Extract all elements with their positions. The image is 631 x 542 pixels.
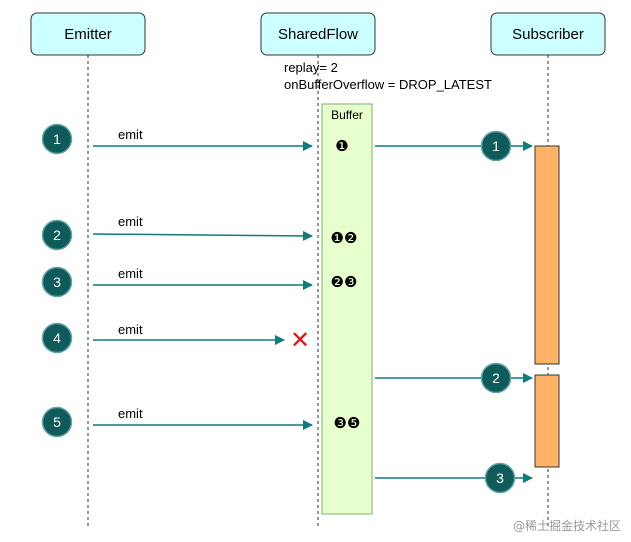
buffer-state-2: ❶❷ — [331, 229, 358, 247]
delivery-3: 3 — [375, 462, 533, 494]
emission-step-3: 3 emit — [41, 266, 313, 298]
emit-arrow — [92, 230, 313, 241]
emit-label: emit — [118, 214, 143, 229]
emission-number: 2 — [53, 227, 61, 243]
participant-sharedflow-label: SharedFlow — [278, 26, 358, 43]
delivery-number: 1 — [492, 138, 500, 154]
emission-circle — [41, 266, 73, 298]
delivery-number: 3 — [496, 470, 504, 486]
buffer-state-1: ❶ — [335, 137, 348, 155]
delivery-circle — [484, 462, 516, 494]
buffer-label: Buffer — [331, 108, 363, 122]
buffer-state-3: ❷❸ — [331, 273, 358, 291]
emission-number: 1 — [53, 131, 61, 147]
participant-emitter: Emitter — [30, 12, 146, 56]
emission-circle — [41, 322, 73, 354]
subscriber-activation-2 — [534, 374, 560, 468]
emission-number: 3 — [53, 274, 61, 290]
buffer-box — [321, 103, 373, 515]
participant-emitter-label: Emitter — [64, 26, 112, 43]
delivery-circle — [480, 130, 512, 162]
emission-circle — [41, 123, 73, 155]
participant-sharedflow: SharedFlow — [260, 12, 376, 56]
emit-label: emit — [118, 127, 143, 142]
participant-subscriber-label: Subscriber — [512, 26, 584, 43]
emit-label: emit — [118, 266, 143, 281]
emission-circle — [41, 406, 73, 438]
delivery-2: 2 — [375, 362, 533, 394]
emit-label: emit — [118, 322, 143, 337]
emission-circle — [41, 219, 73, 251]
drop-x-icon: ✕ — [290, 326, 310, 354]
overflow-config: onBufferOverflow = DROP_LATEST — [284, 77, 492, 92]
replay-config: replay= 2 — [284, 60, 338, 75]
emission-step-2: 2 emit — [41, 214, 313, 251]
emission-step-5: 5 emit — [41, 406, 313, 438]
buffer-state-4: ❸❺ — [334, 414, 361, 432]
emission-number: 4 — [53, 330, 61, 346]
delivery-1: 1 — [375, 130, 533, 162]
emission-number: 5 — [53, 414, 61, 430]
delivery-circle — [480, 362, 512, 394]
watermark: @稀土掘金技术社区 — [512, 519, 621, 533]
emit-label: emit — [118, 406, 143, 421]
participant-subscriber: Subscriber — [490, 12, 606, 56]
emission-step-1: 1 emit — [41, 123, 313, 155]
emission-step-4: 4 emit ✕ — [41, 322, 310, 354]
delivery-number: 2 — [492, 370, 500, 386]
subscriber-activation-1 — [534, 145, 560, 365]
